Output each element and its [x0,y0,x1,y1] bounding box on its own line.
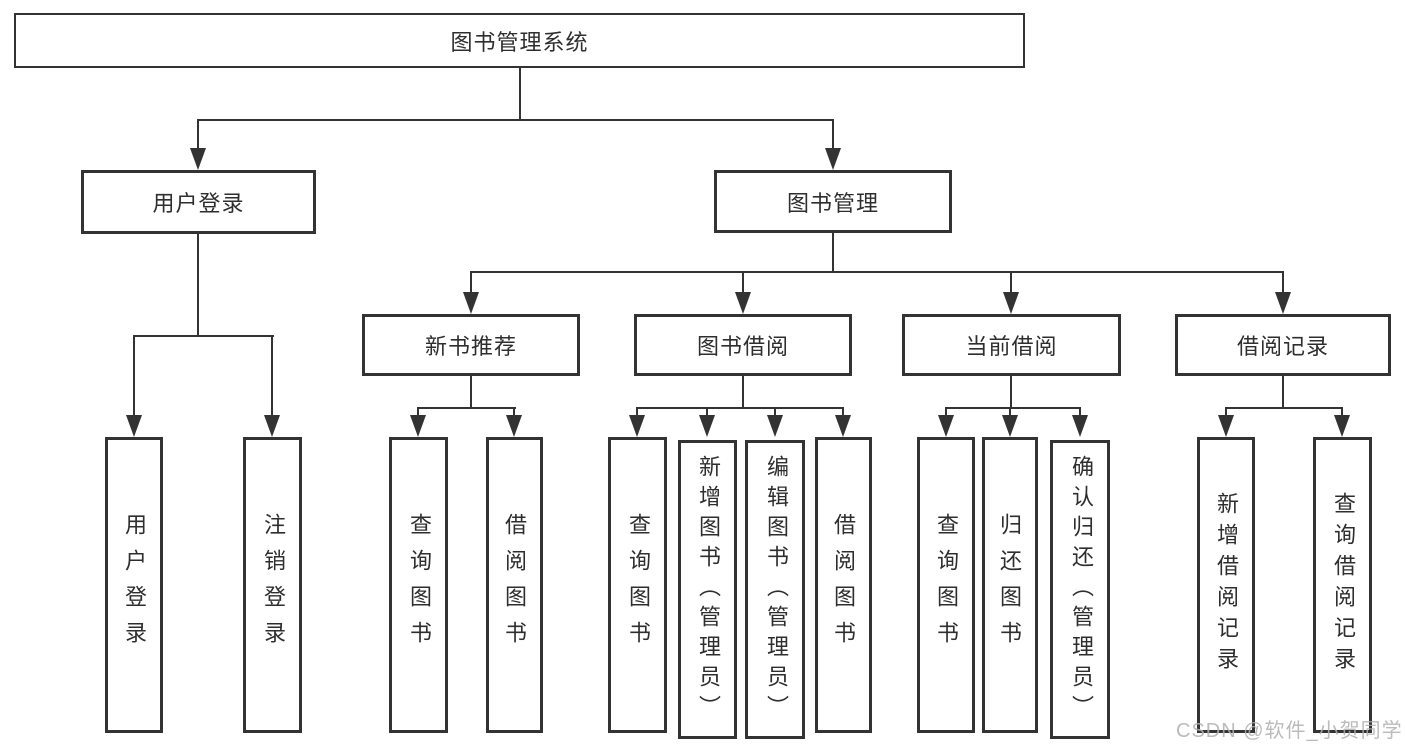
leaf-add-borrow-record: 新增借阅记录 [1197,437,1255,733]
arrowhead-down-icon [1002,415,1018,437]
connector-line [742,271,744,294]
connector-line [1010,271,1012,294]
connector-line [774,407,776,418]
arrowhead-down-icon [1334,415,1350,437]
node-new-book-recommend: 新书推荐 [362,314,580,376]
connector-line [417,407,419,418]
connector-line [133,335,135,417]
connector-line [832,119,834,152]
connector-line [636,407,638,418]
connector-line [636,407,844,409]
connector-line [470,375,472,409]
connector-line [945,407,947,418]
arrowhead-down-icon [410,415,426,437]
arrowhead-down-icon [506,415,522,437]
arrowhead-down-icon [629,415,645,437]
arrowhead-down-icon [1072,415,1088,437]
leaf-return-books: 归还图书 [982,437,1038,733]
arrowhead-down-icon [699,415,715,437]
arrowhead-down-icon [264,415,280,437]
connector-line [1341,407,1343,418]
node-library-management-system: 图书管理系统 [14,13,1025,68]
connector-line [1282,375,1284,409]
connector-line [1010,375,1012,409]
leaf-query-books: 查询图书 [917,437,975,733]
connector-line [197,119,834,121]
leaf-edit-books-admin: 编辑图书（管理员） [745,440,805,739]
connector-line [271,335,273,417]
arrowhead-down-icon [767,415,783,437]
arrowhead-down-icon [463,292,479,314]
connector-line [519,68,521,120]
leaf-logout: 注销登录 [243,437,302,733]
leaf-user-login: 用户登录 [105,437,163,733]
node-book-borrow: 图书借阅 [634,314,852,376]
watermark-text: CSDN @软件_小贺同学 [1176,720,1403,742]
connector-line [842,407,844,418]
connector-line [470,271,1284,273]
leaf-confirm-return-admin: 确认归还（管理员） [1050,440,1110,739]
connector-line [1079,407,1081,418]
node-user-login: 用户登录 [81,170,316,234]
leaf-borrow-books: 借阅图书 [486,437,543,733]
arrowhead-down-icon [1275,292,1291,314]
connector-line [513,407,515,418]
connector-line [1225,407,1227,418]
arrowhead-down-icon [835,415,851,437]
connector-line [197,119,199,152]
connector-line [197,233,199,337]
connector-line [1009,407,1011,418]
connector-line [417,407,516,409]
arrowhead-down-icon [126,415,142,437]
connector-line [832,232,834,273]
connector-line [133,335,274,337]
arrowhead-down-icon [938,415,954,437]
connector-line [1225,407,1343,409]
connector-line [470,271,472,294]
leaf-add-books-admin: 新增图书（管理员） [678,440,737,739]
connector-line [706,407,708,418]
arrowhead-down-icon [1003,292,1019,314]
leaf-query-books: 查询图书 [389,437,448,733]
arrowhead-down-icon [825,148,841,170]
arrowhead-down-icon [735,292,751,314]
leaf-query-books: 查询图书 [608,437,667,733]
leaf-query-borrow-record: 查询借阅记录 [1313,437,1372,733]
node-borrow-record: 借阅记录 [1175,314,1391,376]
arrowhead-down-icon [1218,415,1234,437]
connector-line [1282,271,1284,294]
arrowhead-down-icon [190,148,206,170]
connector-line [742,375,744,409]
node-book-management: 图书管理 [714,170,952,233]
connector-line [945,407,1081,409]
leaf-borrow-books: 借阅图书 [815,437,872,733]
node-current-borrow: 当前借阅 [902,314,1121,376]
